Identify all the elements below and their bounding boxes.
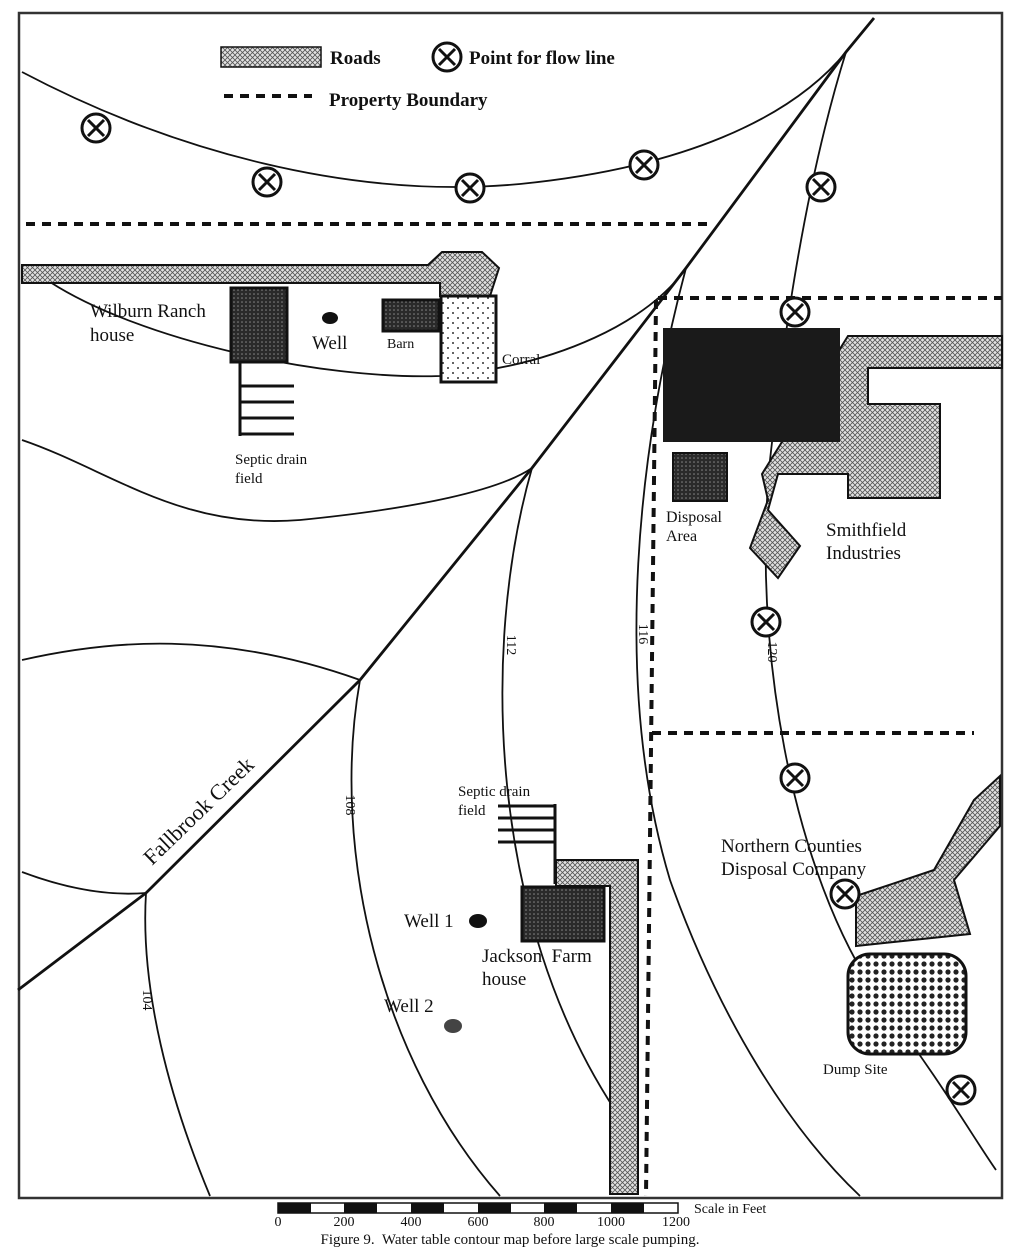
- scale-tick-label: 1200: [662, 1215, 690, 1230]
- contour-ranch: [49, 267, 687, 378]
- legend-roads-label: Roads: [330, 48, 381, 69]
- figure-caption: Figure 9. Water table contour map before…: [321, 1232, 700, 1248]
- contour-label-116: 116: [635, 624, 650, 644]
- flow-point-icon: [779, 296, 811, 328]
- label-dump-site: Dump Site: [823, 1062, 888, 1078]
- contour-label-108: 108: [342, 795, 357, 816]
- label-septic-top-2: field: [235, 471, 263, 487]
- label-wilburn-ranch: Wilburn Ranch: [90, 301, 206, 322]
- contour-mid-lower: [21, 642, 361, 681]
- label-well-2: Well 2: [384, 996, 434, 1017]
- label-septic-mid-2: field: [458, 803, 486, 819]
- flow-point-icon: [945, 1074, 977, 1106]
- legend-flow-point-label: Point for flow line: [469, 48, 615, 69]
- contour-labels: 104 108 112 116 120: [139, 624, 779, 1011]
- label-jackson-1: Jackson Farm: [482, 946, 592, 967]
- label-well: Well: [312, 333, 347, 354]
- legend-flow-point-icon: [431, 41, 463, 73]
- label-northern-1: Northern Counties: [721, 836, 862, 857]
- scale-tick-label: 600: [468, 1215, 489, 1230]
- legend-boundary-label: Property Boundary: [329, 90, 488, 111]
- contour-top: [21, 51, 847, 188]
- septic-drain-field-mid: [498, 804, 557, 884]
- jackson-farm-house: [520, 885, 606, 943]
- scale-tick-label: 0: [275, 1215, 282, 1230]
- wilburn-well: [322, 312, 338, 324]
- label-smithfield-1: Smithfield: [826, 520, 907, 541]
- wilburn-road: [21, 251, 501, 297]
- scale-tick-label: 400: [401, 1215, 422, 1230]
- well-2: [444, 1019, 462, 1033]
- contour-116: [635, 267, 861, 1197]
- label-corral: Corral: [502, 352, 540, 368]
- wilburn-ranch-house: [229, 286, 289, 364]
- roads: [21, 251, 1003, 1195]
- dump-site: [846, 952, 968, 1056]
- flow-point-icon: [805, 171, 837, 203]
- flow-point-icon: [454, 172, 486, 204]
- property-boundary: [26, 222, 1002, 1197]
- contour-104: [144, 892, 211, 1197]
- well-1: [469, 914, 487, 928]
- scale-tick-label: 1000: [597, 1215, 625, 1230]
- label-fallbrook-creek: Fallbrook Creek: [138, 752, 259, 870]
- smithfield-building: [663, 328, 840, 442]
- label-barn: Barn: [387, 337, 414, 352]
- corral: [439, 294, 498, 384]
- contour-mid-upper: [21, 439, 533, 522]
- flow-point-icon: [80, 112, 112, 144]
- fallbrook-creek: [17, 17, 876, 992]
- barn: [381, 298, 441, 333]
- label-septic-mid-1: Septic drain: [458, 784, 531, 800]
- flow-point-icon: [829, 878, 861, 910]
- map-frame: [17, 11, 1004, 1200]
- disposal-area: [672, 452, 728, 502]
- contour-lower-left: [21, 871, 147, 895]
- contour-label-112: 112: [503, 635, 518, 655]
- label-northern-2: Disposal Company: [721, 859, 867, 880]
- northern-road: [855, 773, 1001, 948]
- scale-tick-label: 800: [534, 1215, 555, 1230]
- label-well-1: Well 1: [404, 911, 454, 932]
- label-smithfield-2: Industries: [826, 543, 901, 564]
- label-disposal-2: Area: [666, 528, 697, 545]
- legend-road-swatch: [220, 46, 322, 68]
- scale-bar: Scale in Feet 0 200 400 600 800 1000 120…: [275, 1202, 767, 1230]
- label-disposal-1: Disposal: [666, 509, 723, 526]
- contour-108: [350, 679, 501, 1197]
- flow-point-icon: [779, 762, 811, 794]
- label-jackson-2: house: [482, 969, 526, 990]
- flow-point-icon: [251, 166, 283, 198]
- septic-drain-field-top: [238, 362, 294, 436]
- label-septic-top-1: Septic drain: [235, 452, 308, 468]
- contour-120: [764, 51, 997, 1171]
- scale-tick-label: 200: [334, 1215, 355, 1230]
- flow-point-icon: [750, 606, 782, 638]
- contour-112: [501, 467, 616, 1111]
- contour-label-120: 120: [764, 642, 779, 663]
- label-wilburn-house: house: [90, 325, 134, 346]
- contour-label-104: 104: [139, 990, 154, 1011]
- scale-title: Scale in Feet: [694, 1202, 766, 1217]
- flow-point-icon: [628, 149, 660, 181]
- contour-lines: [21, 51, 997, 1197]
